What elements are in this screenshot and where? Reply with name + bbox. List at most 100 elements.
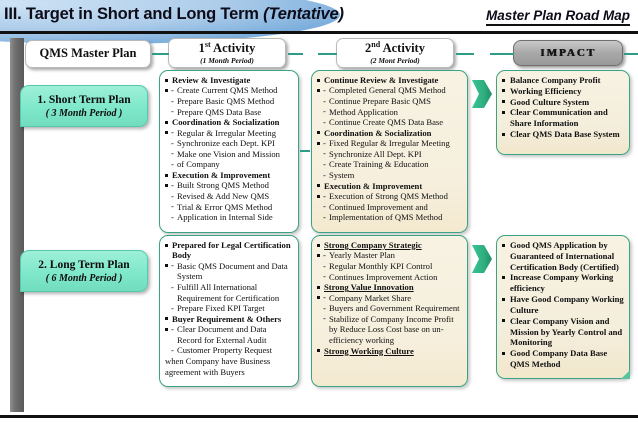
long-activity-1-trailing-text: when Company have Business agreement wit… [165,356,271,377]
panel-short-activity-2: Continue Review & InvestigateCompleted G… [311,70,468,233]
list-item: Clear Company Vision and Mission by Year… [502,316,624,348]
list-item: Fulfill All International Requirement fo… [171,281,293,303]
list-item: Company Market Share [323,292,462,304]
panel-long-impact: Good QMS Application by Guaranteed of In… [496,235,630,379]
header-impact-label: IMPACT [540,47,596,59]
list-item: Continue Create QMS Data Base [323,117,462,128]
list-group-heading: Coordination & Socialization [165,117,293,127]
connector-short-a1-a2 [300,150,310,152]
left-timeline-bar [10,38,24,412]
list-item: Working Efficiency [502,86,624,97]
plan-tab-long-term-title: 2. Long Term Plan [38,258,130,271]
header-activity-1: 1st Activity (1 Month Period) [168,38,286,68]
top-divider [0,31,638,34]
list-item: Stabilize of Company Income Profit by Re… [323,313,462,346]
list-short-activity-2: Continue Review & InvestigateCompleted G… [317,75,462,223]
list-item: Clear Document and Data Record for Exter… [171,324,293,345]
list-item: Good QMS Application by Guaranteed of In… [502,240,624,272]
list-group-wrapper: Regular & Irregular MeetingSynchronize e… [165,127,293,170]
list-group-heading: Coordination & Socialization [317,128,462,138]
list-group-wrapper: Execution of Strong QMS MethodContinued … [317,191,462,223]
list-item: Method Application [323,106,462,118]
list-group-items: Company Market ShareBuyers and Governmen… [317,292,462,346]
list-group-wrapper: Completed General QMS MethodContinue Pre… [317,85,462,127]
roadmap-label: Master Plan Road Map [485,8,630,26]
header-activity-2-label: 2nd Activity [365,39,425,56]
list-item: Make one Vision and Mission [171,148,293,160]
list-group-heading: Buyer Requirement & Others [165,314,293,324]
list-item: Implementation of QMS Method [323,212,462,223]
plan-tab-short-term-title: 1. Short Term Plan [37,93,131,106]
plan-tab-long-term[interactable]: 2. Long Term Plan ( 6 Month Period ) [20,250,148,292]
plan-tab-short-term-sub: ( 3 Month Period ) [45,107,123,119]
header-activity-1-sub: (1 Month Period) [200,56,254,66]
panel-long-activity-1: Prepared for Legal Certification BodyBas… [159,235,299,387]
list-item: Continued Improvement and [323,201,462,213]
list-group-heading: Execution & Improvement [165,170,293,180]
list-item: Create Training & Education [323,159,462,170]
header-activity-2: 2nd Activity (2 Mont Period) [336,38,454,68]
page-title: III. Target in Short and Long Term (Tent… [4,5,344,24]
arrow-long-to-impact-icon [472,245,492,273]
panel-fold-corner-long-icon [621,370,630,379]
list-group-wrapper: Company Market ShareBuyers and Governmen… [317,292,462,346]
list-item: Application in Internal Side [171,212,293,223]
list-long-activity-1: Prepared for Legal Certification BodyBas… [165,240,293,356]
arrow-short-to-impact-icon [472,80,492,108]
list-group-items: Fixed Regular & Irregular MeetingSynchro… [317,138,462,180]
list-item: Execution of Strong QMS Method [323,191,462,202]
list-group-heading: Strong Company Strategic [317,240,462,250]
list-item: Prepare Basic QMS Method [171,96,293,107]
list-group-wrapper: Create Current QMS MethodPrepare Basic Q… [165,85,293,117]
list-item: Prepare QMS Data Base [171,106,293,118]
list-group-items: Execution of Strong QMS MethodContinued … [317,191,462,223]
list-item: Prepare Fixed KPI Target [171,303,293,314]
connector-dash-3 [318,53,337,55]
bottom-divider [0,415,638,418]
list-item: Regular Monthly KPI Control [323,261,462,272]
list-item: Continue Prepare Basic QMS [323,96,462,107]
panel-short-activity-1: Review & InvestigateCreate Current QMS M… [159,70,299,233]
list-item: Built Strong QMS Method [171,180,293,191]
list-item: Regular & Irregular Meeting [171,127,293,139]
list-group-items: Regular & Irregular MeetingSynchronize e… [165,127,293,170]
header-qms-master-plan: QMS Master Plan [25,40,151,68]
list-item: Create Current QMS Method [171,85,293,96]
list-group-items: Yearly Master PlanRegular Monthly KPI Co… [317,250,462,282]
list-long-activity-2: Strong Company StrategicYearly Master Pl… [317,240,462,356]
list-short-activity-1: Review & InvestigateCreate Current QMS M… [165,75,293,223]
list-item: Good Culture System [502,97,624,108]
list-item: Fixed Regular & Irregular Meeting [323,138,462,149]
header-impact: IMPACT [513,40,623,66]
list-item: Customer Property Request [171,345,293,356]
list-group-heading: Strong Value Innovation [317,282,462,292]
list-group-wrapper: Fixed Regular & Irregular MeetingSynchro… [317,138,462,180]
header-qms-master-plan-label: QMS Master Plan [39,46,137,61]
connector-dash-4 [456,53,474,55]
panel-long-activity-2: Strong Company StrategicYearly Master Pl… [311,235,468,387]
list-group-heading: Prepared for Legal Certification Body [165,240,293,261]
connector-dash-2 [288,53,303,55]
page-title-prefix: III. Target in Short and Long Term [4,5,259,23]
plan-tab-short-term[interactable]: 1. Short Term Plan ( 3 Month Period ) [20,85,148,127]
list-item: Synchronize All Dept. KPI [323,148,462,160]
list-item: Clear QMS Data Base System [502,129,624,140]
list-group-items: Clear Document and Data Record for Exter… [165,324,293,356]
connector-dash-6 [624,53,638,55]
list-item: Basic QMS Document and Data System [171,260,293,282]
list-item: Continues Improvement Action [323,271,462,283]
list-item: Completed General QMS Method [323,85,462,96]
list-group-wrapper: Clear Document and Data Record for Exter… [165,324,293,356]
list-item: Synchronize each Dept. KPI [171,138,293,149]
list-item: Buyers and Government Requirement [323,303,462,314]
list-item: of Company [171,159,293,170]
list-item: Trial & Error QMS Method [171,201,293,213]
list-group-wrapper: Yearly Master PlanRegular Monthly KPI Co… [317,250,462,282]
list-group-items: Basic QMS Document and Data SystemFulfil… [165,260,293,314]
list-group-wrapper: Basic QMS Document and Data SystemFulfil… [165,260,293,314]
list-item: Yearly Master Plan [323,250,462,261]
header-activity-1-label: 1st Activity [198,39,256,56]
